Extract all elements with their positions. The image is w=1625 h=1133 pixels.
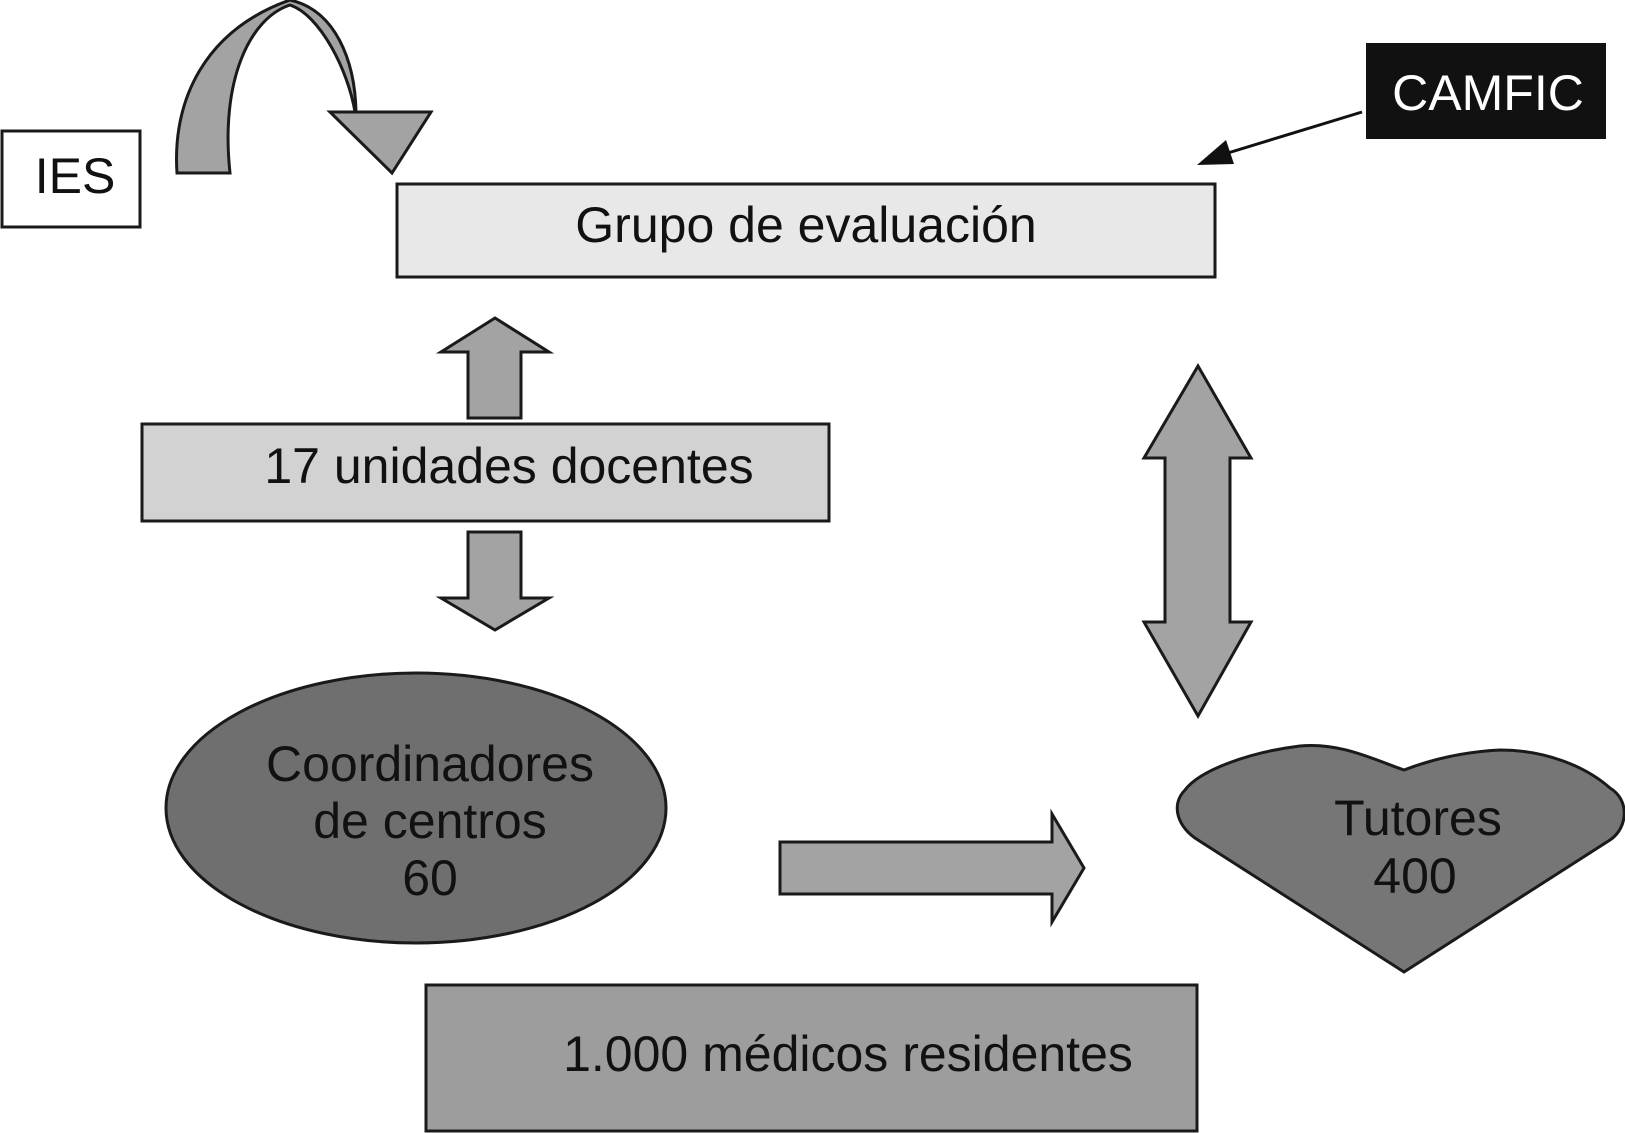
camfic-to-grupo-arrowhead	[1197, 140, 1234, 165]
camfic-to-grupo-arrow-line	[1217, 110, 1363, 158]
coordinadores-line2: de centros	[313, 793, 546, 849]
tutores-heart-shape	[1175, 743, 1625, 974]
grupo-tutores-double-arrow	[1141, 363, 1254, 720]
coordinadores-ellipse	[164, 671, 668, 945]
ies-label: IES	[35, 148, 116, 204]
ies-box	[0, 129, 142, 229]
medicos-residentes-box	[424, 983, 1199, 1133]
grupo-evaluacion-label: Grupo de evaluación	[575, 197, 1036, 253]
coordinadores-line3: 60	[402, 850, 458, 906]
grupo-evaluacion-box	[395, 182, 1217, 279]
tutores-line2: 400	[1373, 848, 1456, 904]
coordinadores-line1: Coordinadores	[266, 736, 594, 792]
ies-to-grupo-curved-arrow	[175, 0, 434, 176]
medicos-residentes-label: 1.000 médicos residentes	[563, 1026, 1133, 1082]
coordinadores-to-tutores-right-arrow	[778, 808, 1086, 928]
tutores-line1: Tutores	[1334, 790, 1502, 846]
unidades-docentes-label: 17 unidades docentes	[264, 438, 753, 494]
unidades-to-coordinadores-down-arrow	[435, 530, 555, 632]
camfic-label: CAMFIC	[1392, 65, 1584, 121]
camfic-box	[1366, 43, 1606, 139]
unidades-docentes-box	[140, 422, 831, 523]
unidades-to-grupo-up-arrow	[435, 316, 555, 420]
